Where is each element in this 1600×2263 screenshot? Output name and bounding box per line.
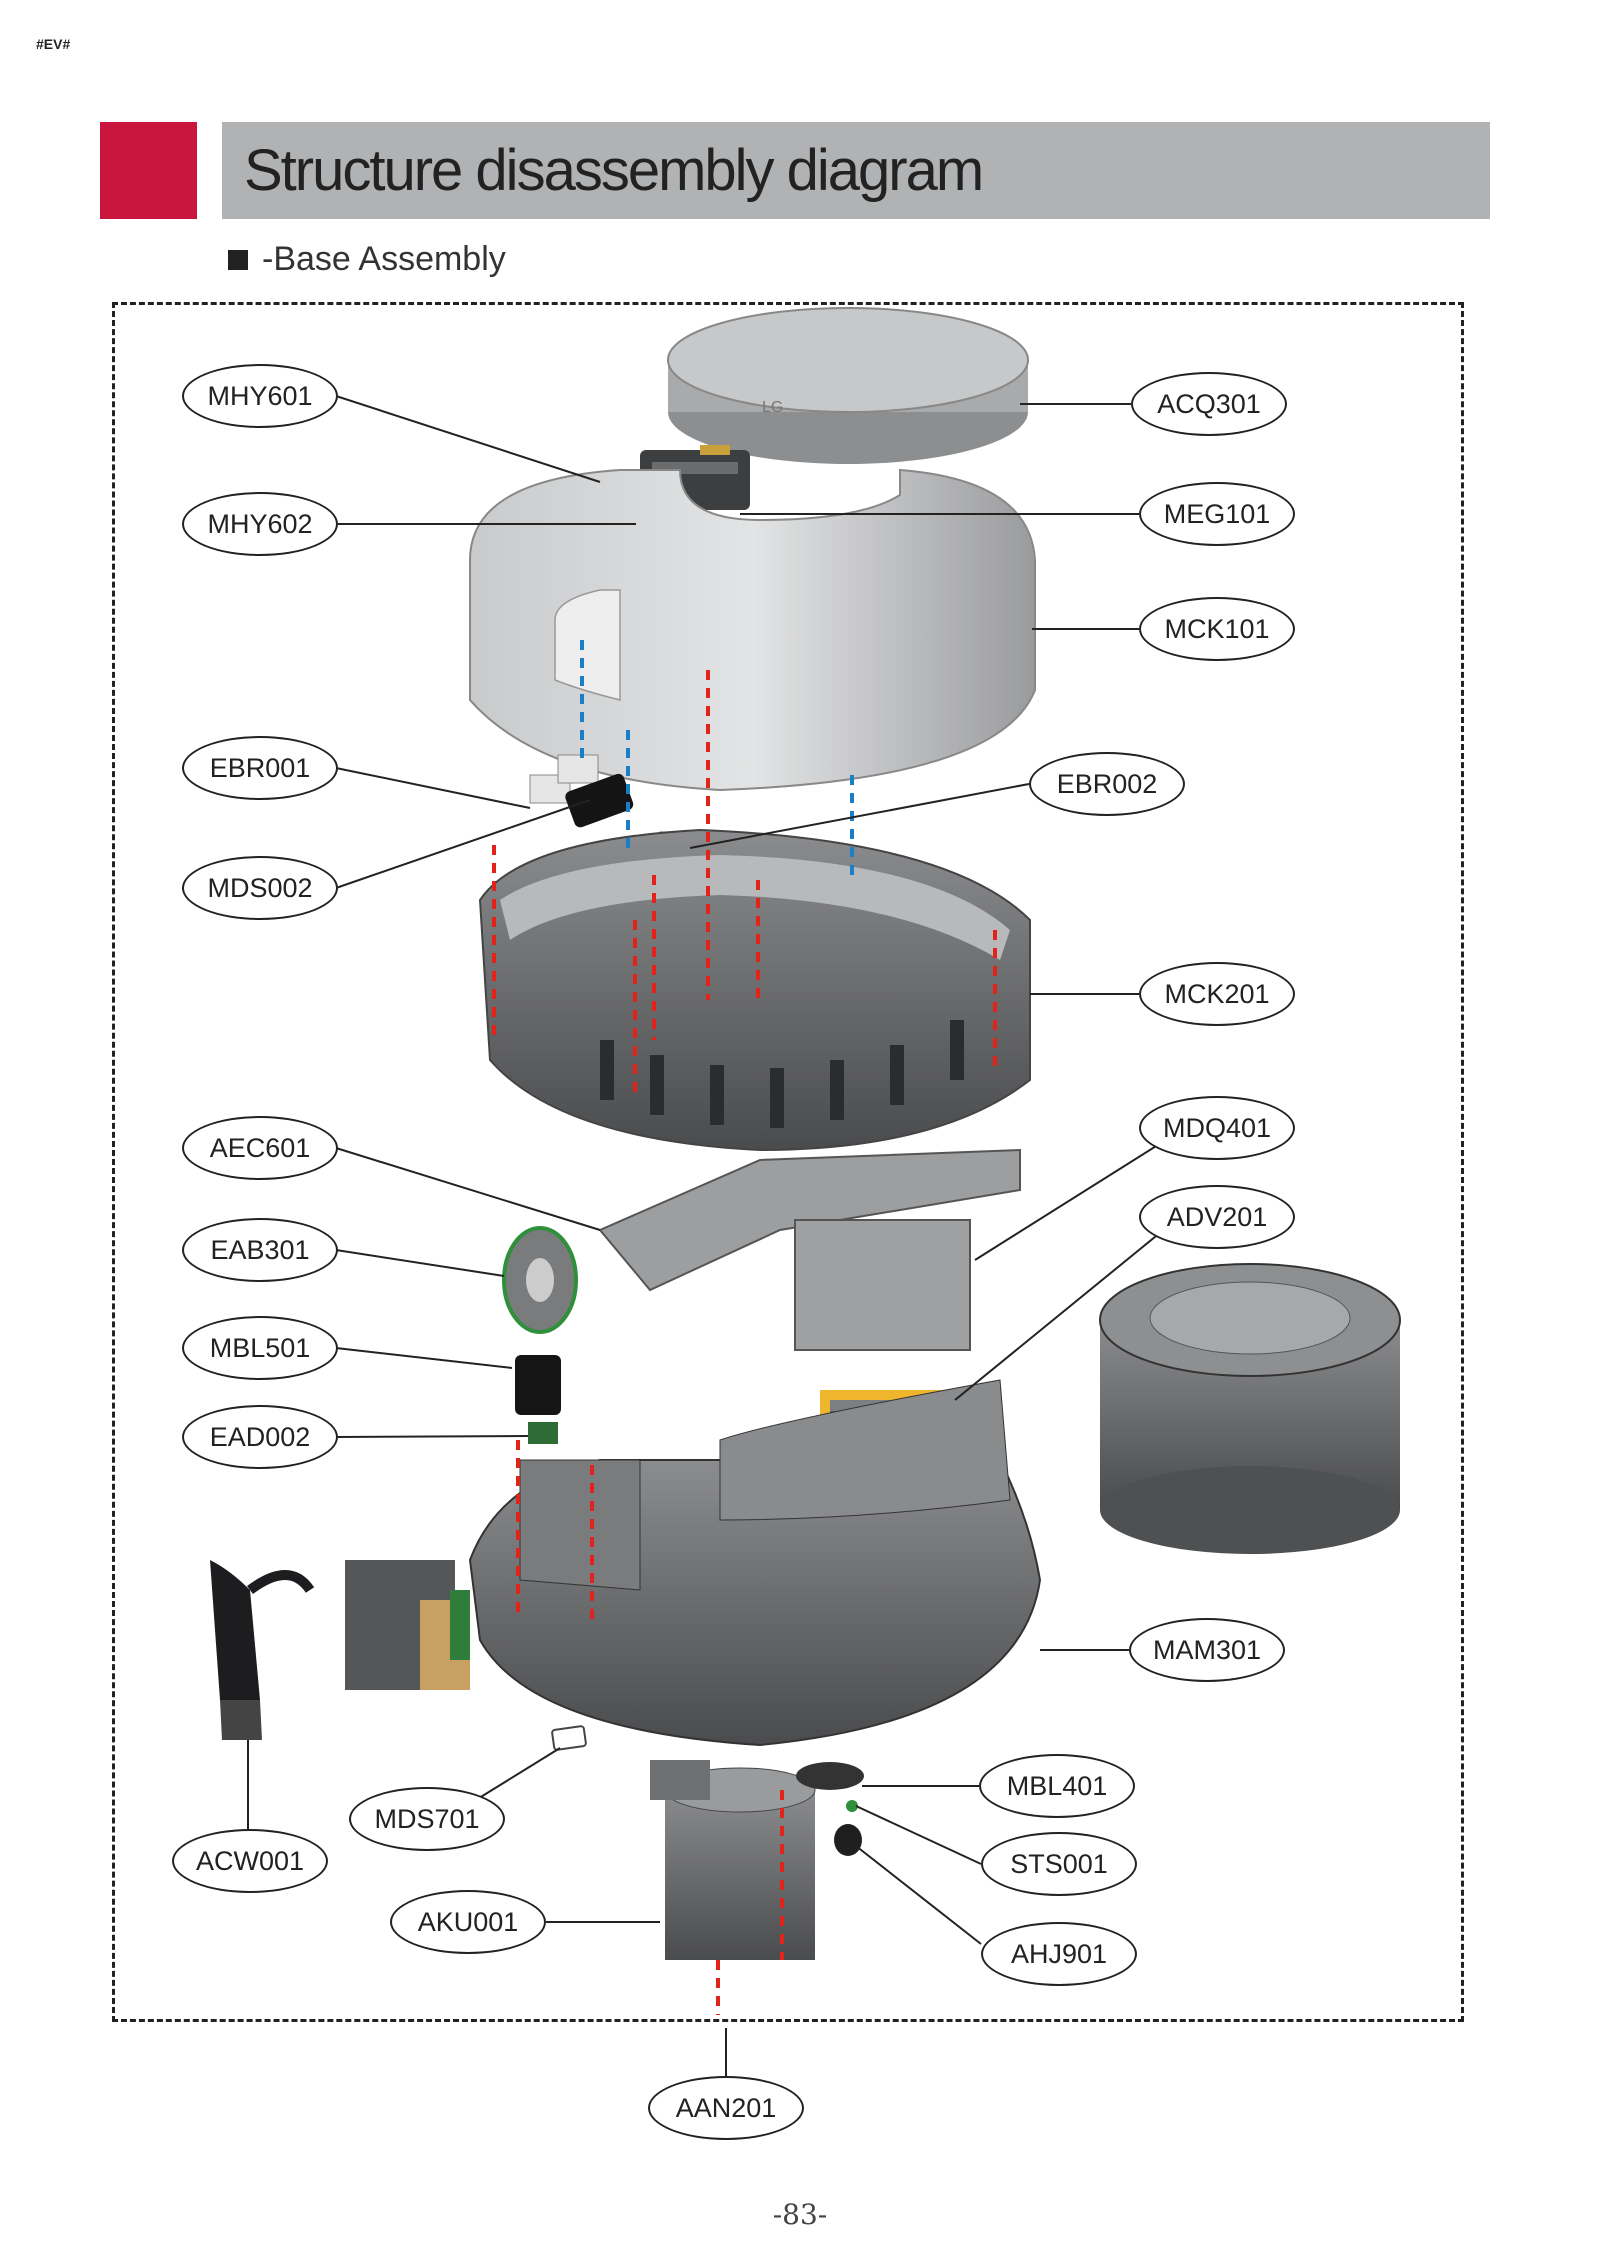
part-label-mbl501: MBL501 <box>182 1316 338 1380</box>
page-title: Structure disassembly diagram <box>244 138 984 203</box>
part-label-mam301: MAM301 <box>1129 1618 1285 1682</box>
base-mam301-part <box>468 1379 1042 1747</box>
part-label-adv201: ADV201 <box>1139 1185 1295 1249</box>
mds002-part <box>565 773 634 828</box>
aku001-motor-part <box>650 1760 816 1960</box>
part-label-mbl401: MBL401 <box>979 1754 1135 1818</box>
sts001-part <box>846 1800 858 1812</box>
part-label-ebr002: EBR002 <box>1029 752 1185 816</box>
part-label-acw001: ACW001 <box>172 1829 328 1893</box>
part-label-ead002: EAD002 <box>182 1405 338 1469</box>
part-label-aan201: AAN201 <box>648 2076 804 2140</box>
mdq401-duct-part <box>794 1219 971 1351</box>
leader-lines <box>247 395 1162 2076</box>
mbl401-part <box>796 1762 864 1790</box>
section-title: -Base Assembly <box>262 240 506 278</box>
page-number: -83- <box>772 2198 828 2231</box>
ahj901-part <box>834 1824 862 1856</box>
part-label-sts001: STS001 <box>981 1832 1137 1896</box>
diagram-frame <box>112 302 1464 2022</box>
part-label-mhy601: MHY601 <box>182 364 338 428</box>
svg-text:LG: LG <box>762 399 783 416</box>
mbl501-part <box>515 1355 561 1415</box>
part-label-mdq401: MDQ401 <box>1139 1096 1295 1160</box>
eab301-disc-part <box>502 1226 578 1334</box>
part-label-mds701: MDS701 <box>349 1787 505 1851</box>
part-label-ebr001: EBR001 <box>182 736 338 800</box>
part-label-mhy602: MHY602 <box>182 492 338 556</box>
top-cover-part: LG <box>667 307 1029 464</box>
pcb-assembly-part <box>345 1560 470 1690</box>
mds701-part <box>551 1725 587 1751</box>
frame-mck201-part <box>478 828 1031 1152</box>
section-heading: -Base Assembly <box>228 240 506 279</box>
part-label-meg101: MEG101 <box>1139 482 1295 546</box>
part-label-eab301: EAB301 <box>182 1218 338 1282</box>
dust-bin-part <box>1099 1263 1401 1554</box>
accent-block <box>100 122 197 219</box>
document-code: #EV# <box>36 36 71 52</box>
part-label-aku001: AKU001 <box>390 1890 546 1954</box>
square-bullet-icon <box>228 249 248 270</box>
part-label-mds002: MDS002 <box>182 856 338 920</box>
part-label-acq301: ACQ301 <box>1131 372 1287 436</box>
part-label-aec601: AEC601 <box>182 1116 338 1180</box>
acw001-cable-part <box>210 1560 315 1740</box>
part-label-mck201: MCK201 <box>1139 962 1295 1026</box>
part-label-mck101: MCK101 <box>1139 597 1295 661</box>
part-label-ahj901: AHJ901 <box>981 1922 1137 1986</box>
title-bar: Structure disassembly diagram <box>222 122 1490 219</box>
ead002-part <box>528 1422 558 1444</box>
board-ebr001-part <box>529 754 599 804</box>
red-alignment-lines <box>492 670 997 2015</box>
blue-alignment-lines <box>580 640 854 880</box>
outer-case-part <box>469 468 1036 792</box>
